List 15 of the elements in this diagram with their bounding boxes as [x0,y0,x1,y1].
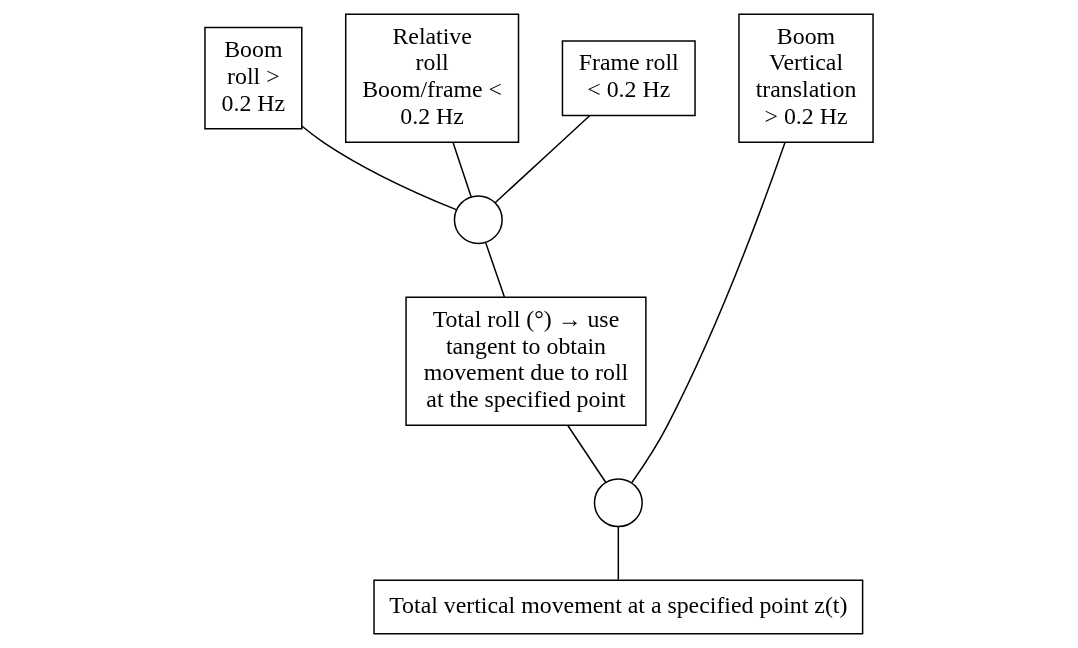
connector [301,125,457,211]
node-box: Total roll (°) → use tangent to obtain movement due to roll at the specified point [405,296,647,427]
connector [452,141,472,198]
node-circle [453,195,503,245]
node-box: Relative roll Boom/frame < 0.2 Hz [345,13,520,143]
node-box: Boom roll > 0.2 Hz [204,26,303,130]
connector [485,242,506,298]
node-box: Total vertical movement at a specified point z(t) [373,579,864,635]
node-box: Boom Vertical translation > 0.2 Hz [738,13,874,143]
connector [567,424,607,484]
node-circle [593,478,643,528]
connector [631,141,786,484]
connector [617,525,620,581]
connector [494,115,591,204]
node-box: Frame roll < 0.2 Hz [561,40,696,117]
